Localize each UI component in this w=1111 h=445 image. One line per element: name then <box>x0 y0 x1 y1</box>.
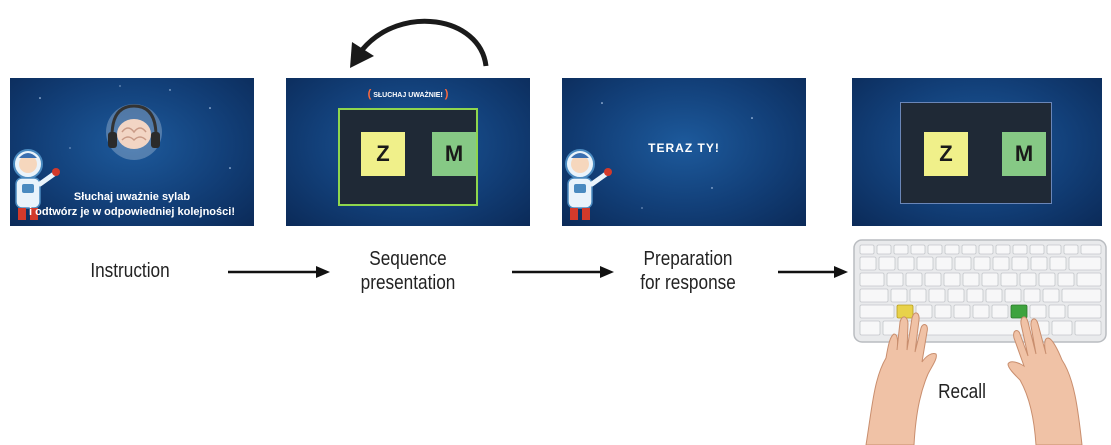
instruction-screen: Słuchaj uważnie sylab i odtwórz je w odp… <box>10 78 254 226</box>
left-hand-icon <box>865 312 937 445</box>
step-caption-recall: Recall <box>938 381 986 403</box>
m-key-highlight <box>1010 304 1028 319</box>
step-caption-sequence: Sequence presentation <box>360 248 456 294</box>
right-hand-icon <box>1007 316 1083 445</box>
flow-arrow <box>512 266 614 278</box>
instruction-text: Słuchaj uważnie sylab i odtwórz je w odp… <box>29 191 235 218</box>
ear-icon: ( <box>367 88 372 100</box>
letter-tile-z: Z <box>924 132 968 176</box>
astronaut-mascot-icon <box>13 149 60 220</box>
flow-arrow <box>228 266 330 278</box>
ear-icon: ) <box>444 88 449 100</box>
preparation-screen: TERAZ TY! <box>562 78 806 226</box>
letter-tile-m: M <box>1002 132 1046 176</box>
starfield-background <box>601 102 753 209</box>
listen-banner: ( SŁUCHAJ UWAŻNIE! ) <box>367 88 449 100</box>
letter-tile-z: Z <box>361 132 405 176</box>
starfield-background <box>39 85 231 169</box>
loop-arrow <box>350 18 489 68</box>
brain-headphones-icon <box>106 104 162 160</box>
step-caption-instruction: Instruction <box>90 260 170 282</box>
z-key-highlight <box>896 304 914 319</box>
sequence-presentation-screen: ( SŁUCHAJ UWAŻNIE! ) Z M <box>286 78 530 226</box>
keyboard-with-hands <box>853 239 1107 445</box>
recall-screen: Z M <box>852 78 1102 226</box>
astronaut-mascot-icon <box>565 149 612 220</box>
teraz-ty-text: TERAZ TY! <box>648 141 720 155</box>
letter-tile-m: M <box>432 132 476 176</box>
flow-arrow <box>778 266 848 278</box>
step-caption-preparation: Preparation for response <box>640 248 736 294</box>
